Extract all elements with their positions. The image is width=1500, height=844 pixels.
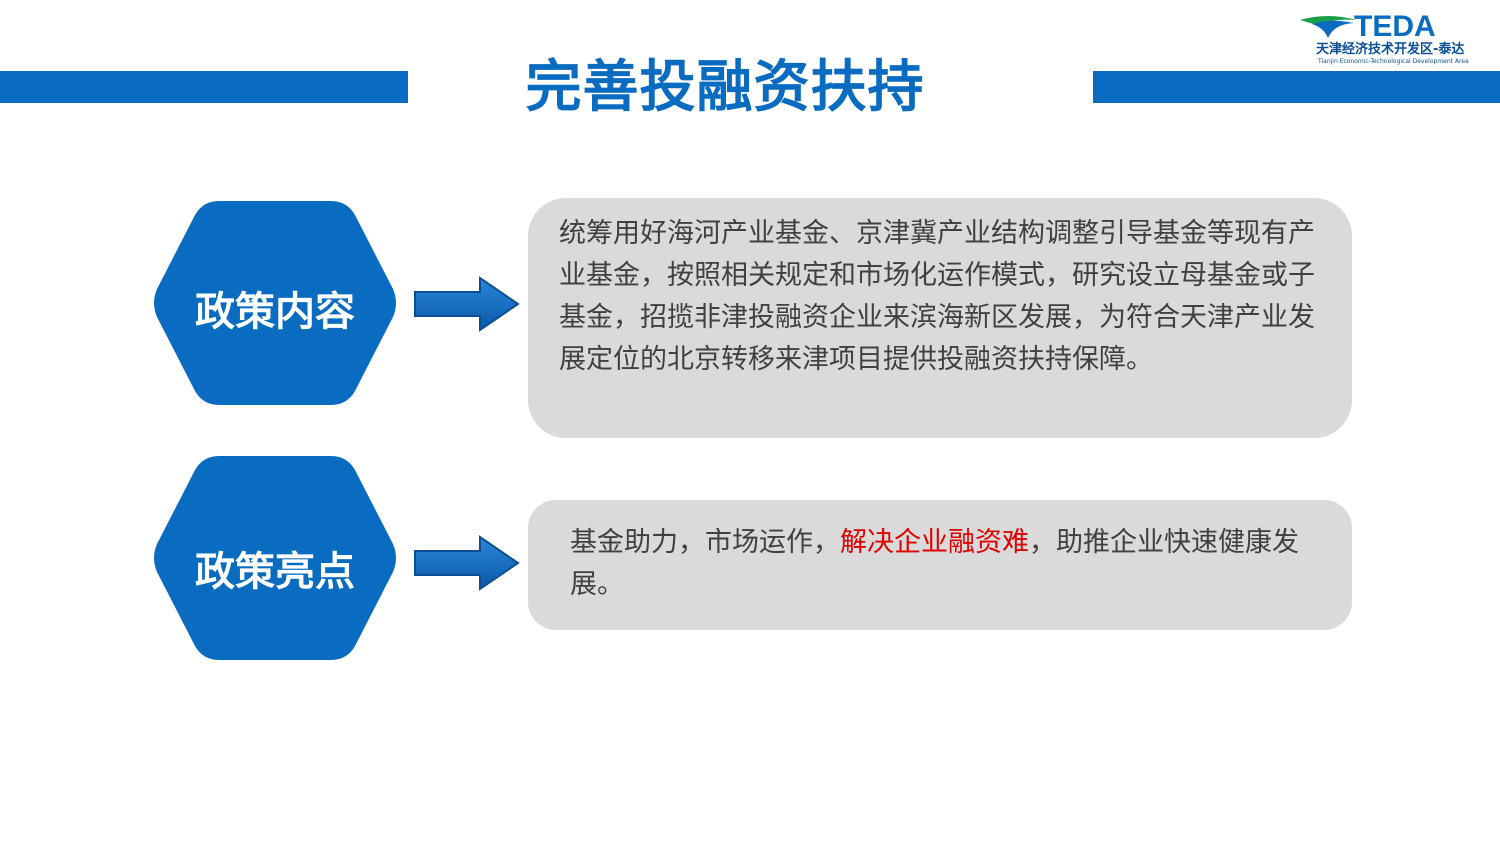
logo-chinese-name: 天津经济技术开发区-泰达 — [1316, 42, 1465, 57]
policy-highlights-emphasis: 解决企业融资难 — [840, 527, 1029, 558]
page-title: 完善投融资扶持 — [525, 55, 925, 120]
policy-content-label: 政策内容 — [195, 289, 355, 335]
logo-wordmark: TEDA — [1354, 10, 1436, 43]
logo-english-name: Tianjin Economic-Technological Developme… — [1318, 58, 1469, 65]
arrow-right-icon — [414, 535, 520, 591]
hexagon-policy-highlights — [154, 456, 396, 660]
policy-highlights-box: 基金助力，市场运作，解决企业融资难，助推企业快速健康发展。 — [528, 500, 1352, 630]
header-bar-left — [0, 71, 408, 103]
policy-content-box: 统筹用好海河产业基金、京津冀产业结构调整引导基金等现有产业基金，按照相关规定和市… — [528, 198, 1352, 438]
policy-highlights-text-start: 基金助力，市场运作， — [570, 527, 840, 558]
teda-logo: TEDA 天津经济技术开发区-泰达 Tianjin Economic-Techn… — [1296, 12, 1476, 72]
hexagon-policy-content — [154, 201, 396, 405]
policy-content-text: 统筹用好海河产业基金、京津冀产业结构调整引导基金等现有产业基金，按照相关规定和市… — [559, 218, 1315, 375]
arrow-right-icon — [414, 276, 520, 332]
teda-logo-icon — [1300, 16, 1356, 38]
header-bar-right — [1093, 71, 1500, 103]
policy-highlights-label: 政策亮点 — [195, 549, 355, 595]
policy-highlights-text-end: ，助推企业快速健康发展。 — [570, 527, 1299, 600]
